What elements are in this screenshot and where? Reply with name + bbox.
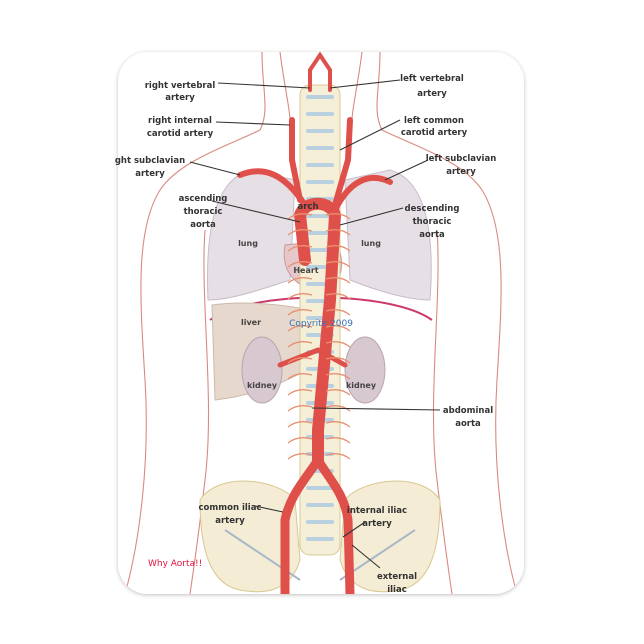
svg-text:thoracic: thoracic xyxy=(413,217,452,227)
intercostal-artery xyxy=(287,229,351,236)
label-descending-thoracic-aorta: descending thoracic aorta xyxy=(405,204,460,240)
label-internal-iliac-artery: internal iliac artery xyxy=(347,506,407,529)
svg-text:artery: artery xyxy=(362,519,392,529)
svg-text:left subclavian: left subclavian xyxy=(426,154,497,164)
label-left-vertebral-artery: left vertebral artery xyxy=(400,74,464,99)
kidney-left-shape xyxy=(344,336,386,404)
intercostal-artery xyxy=(287,309,351,316)
intercostal-artery xyxy=(287,245,351,252)
svg-text:ght subclavian: ght subclavian xyxy=(115,156,185,166)
label-external-iliac: external iliac xyxy=(377,572,417,595)
intercostal-artery xyxy=(287,325,351,332)
svg-text:aorta: aorta xyxy=(190,220,216,230)
vertebral-disc xyxy=(306,146,334,150)
kidney-right-shape xyxy=(241,336,283,404)
intercostal-artery xyxy=(287,213,351,220)
intercostal-artery xyxy=(287,373,351,380)
intercostal-artery xyxy=(287,261,351,268)
svg-text:aorta: aorta xyxy=(419,230,445,240)
label-kidney-left: kidney xyxy=(346,381,377,390)
intercostal-artery xyxy=(287,293,351,300)
svg-text:external: external xyxy=(377,572,417,582)
intercostal-artery xyxy=(287,437,351,444)
svg-text:left vertebral: left vertebral xyxy=(400,74,464,84)
label-left-subclavian-artery: left subclavian artery xyxy=(426,154,497,177)
intercostal-artery xyxy=(287,453,351,460)
label-left-common-carotid-artery: left common carotid artery xyxy=(401,116,468,138)
intercostal-arteries xyxy=(287,213,351,460)
caption-why-aorta: Why Aorta!! xyxy=(148,559,202,569)
svg-text:internal iliac: internal iliac xyxy=(347,506,407,516)
svg-text:carotid artery: carotid artery xyxy=(147,129,214,139)
svg-text:artery: artery xyxy=(446,167,476,177)
label-arch: arch xyxy=(297,202,318,212)
vertebral-disc xyxy=(306,163,334,167)
intercostal-artery xyxy=(287,405,351,412)
label-lung-left: lung xyxy=(361,239,381,248)
svg-text:ascending: ascending xyxy=(179,194,228,204)
svg-text:abdominal: abdominal xyxy=(443,406,493,416)
svg-text:carotid artery: carotid artery xyxy=(401,128,468,138)
vertebral-disc xyxy=(306,95,334,99)
watermark-copyright: Copyrite 2009 xyxy=(289,319,353,329)
svg-text:aorta: aorta xyxy=(455,419,481,429)
intercostal-artery xyxy=(287,277,351,284)
label-ascending-thoracic-aorta: ascending thoracic aorta xyxy=(179,194,228,230)
lung-right-shape xyxy=(207,169,296,301)
intercostal-artery xyxy=(287,357,351,364)
label-heart: Heart xyxy=(293,266,318,275)
label-right-internal-carotid-artery: right internal carotid artery xyxy=(147,116,214,139)
svg-text:artery: artery xyxy=(417,89,447,99)
vertebral-disc xyxy=(306,129,334,133)
svg-text:artery: artery xyxy=(215,516,245,526)
lung-left-shape xyxy=(344,169,432,301)
vertebral-disc xyxy=(306,112,334,116)
vertebral-disc xyxy=(306,520,334,524)
intercostal-artery xyxy=(287,389,351,396)
svg-text:iliac: iliac xyxy=(387,585,407,595)
label-kidney-right: kidney xyxy=(247,381,278,390)
svg-text:artery: artery xyxy=(135,169,165,179)
label-pointers xyxy=(189,79,441,569)
svg-text:descending: descending xyxy=(405,204,460,214)
svg-text:common iliac: common iliac xyxy=(199,503,262,513)
svg-text:right internal: right internal xyxy=(148,116,212,126)
pelvis-shape xyxy=(199,480,441,593)
label-right-subclavian-artery: ght subclavian artery xyxy=(115,156,185,179)
svg-text:left common: left common xyxy=(404,116,464,126)
svg-text:artery: artery xyxy=(165,93,195,103)
svg-text:thoracic: thoracic xyxy=(184,207,223,217)
intercostal-artery xyxy=(287,341,351,348)
vertebral-disc xyxy=(306,537,334,541)
vertebral-disc xyxy=(306,231,334,235)
label-liver: liver xyxy=(241,318,261,327)
vertebral-disc xyxy=(306,486,334,490)
label-right-vertebral-artery: right vertebral artery xyxy=(145,81,216,103)
label-common-iliac-artery: common iliac artery xyxy=(199,503,262,526)
svg-text:right vertebral: right vertebral xyxy=(145,81,216,91)
label-lung-right: lung xyxy=(238,239,258,248)
vertebral-disc xyxy=(306,503,334,507)
vertebral-disc xyxy=(306,180,334,184)
label-abdominal-aorta: abdominal aorta xyxy=(443,406,493,429)
intercostal-artery xyxy=(287,421,351,428)
